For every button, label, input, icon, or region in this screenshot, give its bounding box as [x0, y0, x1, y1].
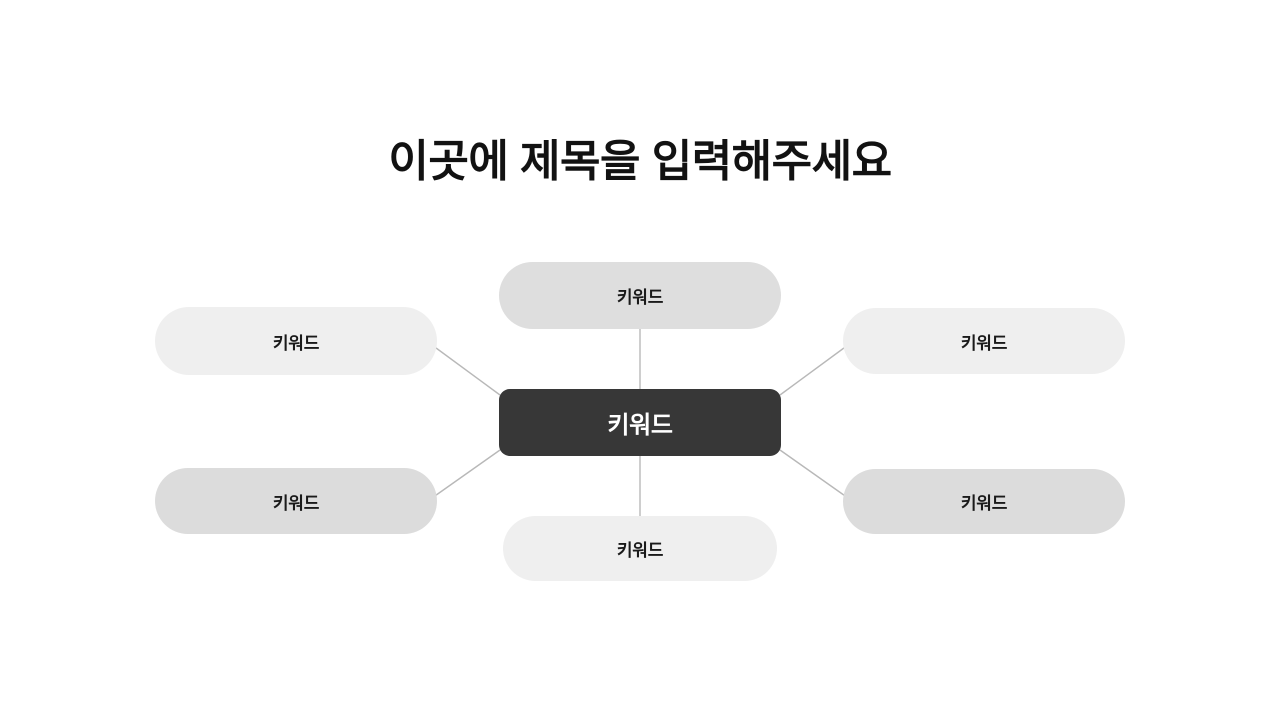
- connector-left-top: [431, 344, 501, 396]
- connector-left-bottom: [431, 449, 501, 499]
- mindmap-node-center[interactable]: 키워드: [499, 389, 781, 456]
- mindmap-node-left-top[interactable]: 키워드: [155, 307, 437, 375]
- mindmap-node-bottom[interactable]: 키워드: [503, 516, 777, 581]
- connector-right-top: [779, 344, 849, 396]
- mindmap-node-left-bottom[interactable]: 키워드: [155, 468, 437, 534]
- connector-right-bottom: [779, 449, 849, 499]
- mindmap-node-right-top[interactable]: 키워드: [843, 308, 1125, 374]
- mindmap-node-right-bottom[interactable]: 키워드: [843, 469, 1125, 534]
- page-title: 이곳에 제목을 입력해주세요: [388, 137, 892, 186]
- mindmap-node-top[interactable]: 키워드: [499, 262, 781, 329]
